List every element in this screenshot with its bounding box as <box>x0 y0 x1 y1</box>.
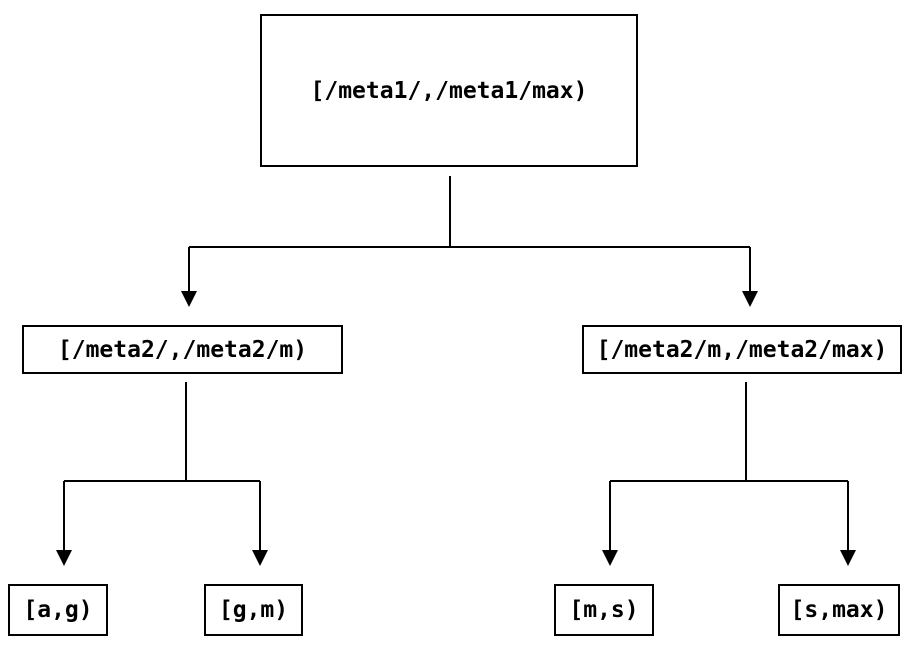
arrowhead-down-icon <box>742 291 758 307</box>
tree-node-leaf-m-s-label: [m,s) <box>569 597 639 623</box>
tree-node-leaf-a-g: [a,g) <box>8 584 108 636</box>
tree-node-leaf-g-m-label: [g,m) <box>218 597 289 623</box>
connector-root-to-children <box>188 176 751 292</box>
arrowhead-down-icon <box>602 550 618 566</box>
connector-rightchild-to-leaves <box>609 382 849 551</box>
arrowhead-down-icon <box>840 550 856 566</box>
arrowhead-down-icon <box>56 550 72 566</box>
tree-node-right-child: [/meta2/m,/meta2/max) <box>582 325 902 374</box>
arrowhead-down-icon <box>252 550 268 566</box>
connector-leftchild-to-leaves <box>63 382 261 551</box>
tree-node-left-child: [/meta2/,/meta2/m) <box>22 325 343 374</box>
tree-node-left-child-label: [/meta2/,/meta2/m) <box>57 336 308 363</box>
tree-node-leaf-g-m: [g,m) <box>204 584 303 636</box>
tree-node-leaf-m-s: [m,s) <box>554 584 654 636</box>
tree-node-root-label: [/meta1/,/meta1/max) <box>310 77 588 104</box>
tree-node-root: [/meta1/,/meta1/max) <box>260 14 638 167</box>
tree-node-leaf-s-max: [s,max) <box>778 584 900 636</box>
tree-node-leaf-s-max-label: [s,max) <box>790 597 888 623</box>
arrowhead-down-icon <box>181 291 197 307</box>
tree-node-right-child-label: [/meta2/m,/meta2/max) <box>596 336 888 363</box>
tree-node-leaf-a-g-label: [a,g) <box>23 597 93 623</box>
